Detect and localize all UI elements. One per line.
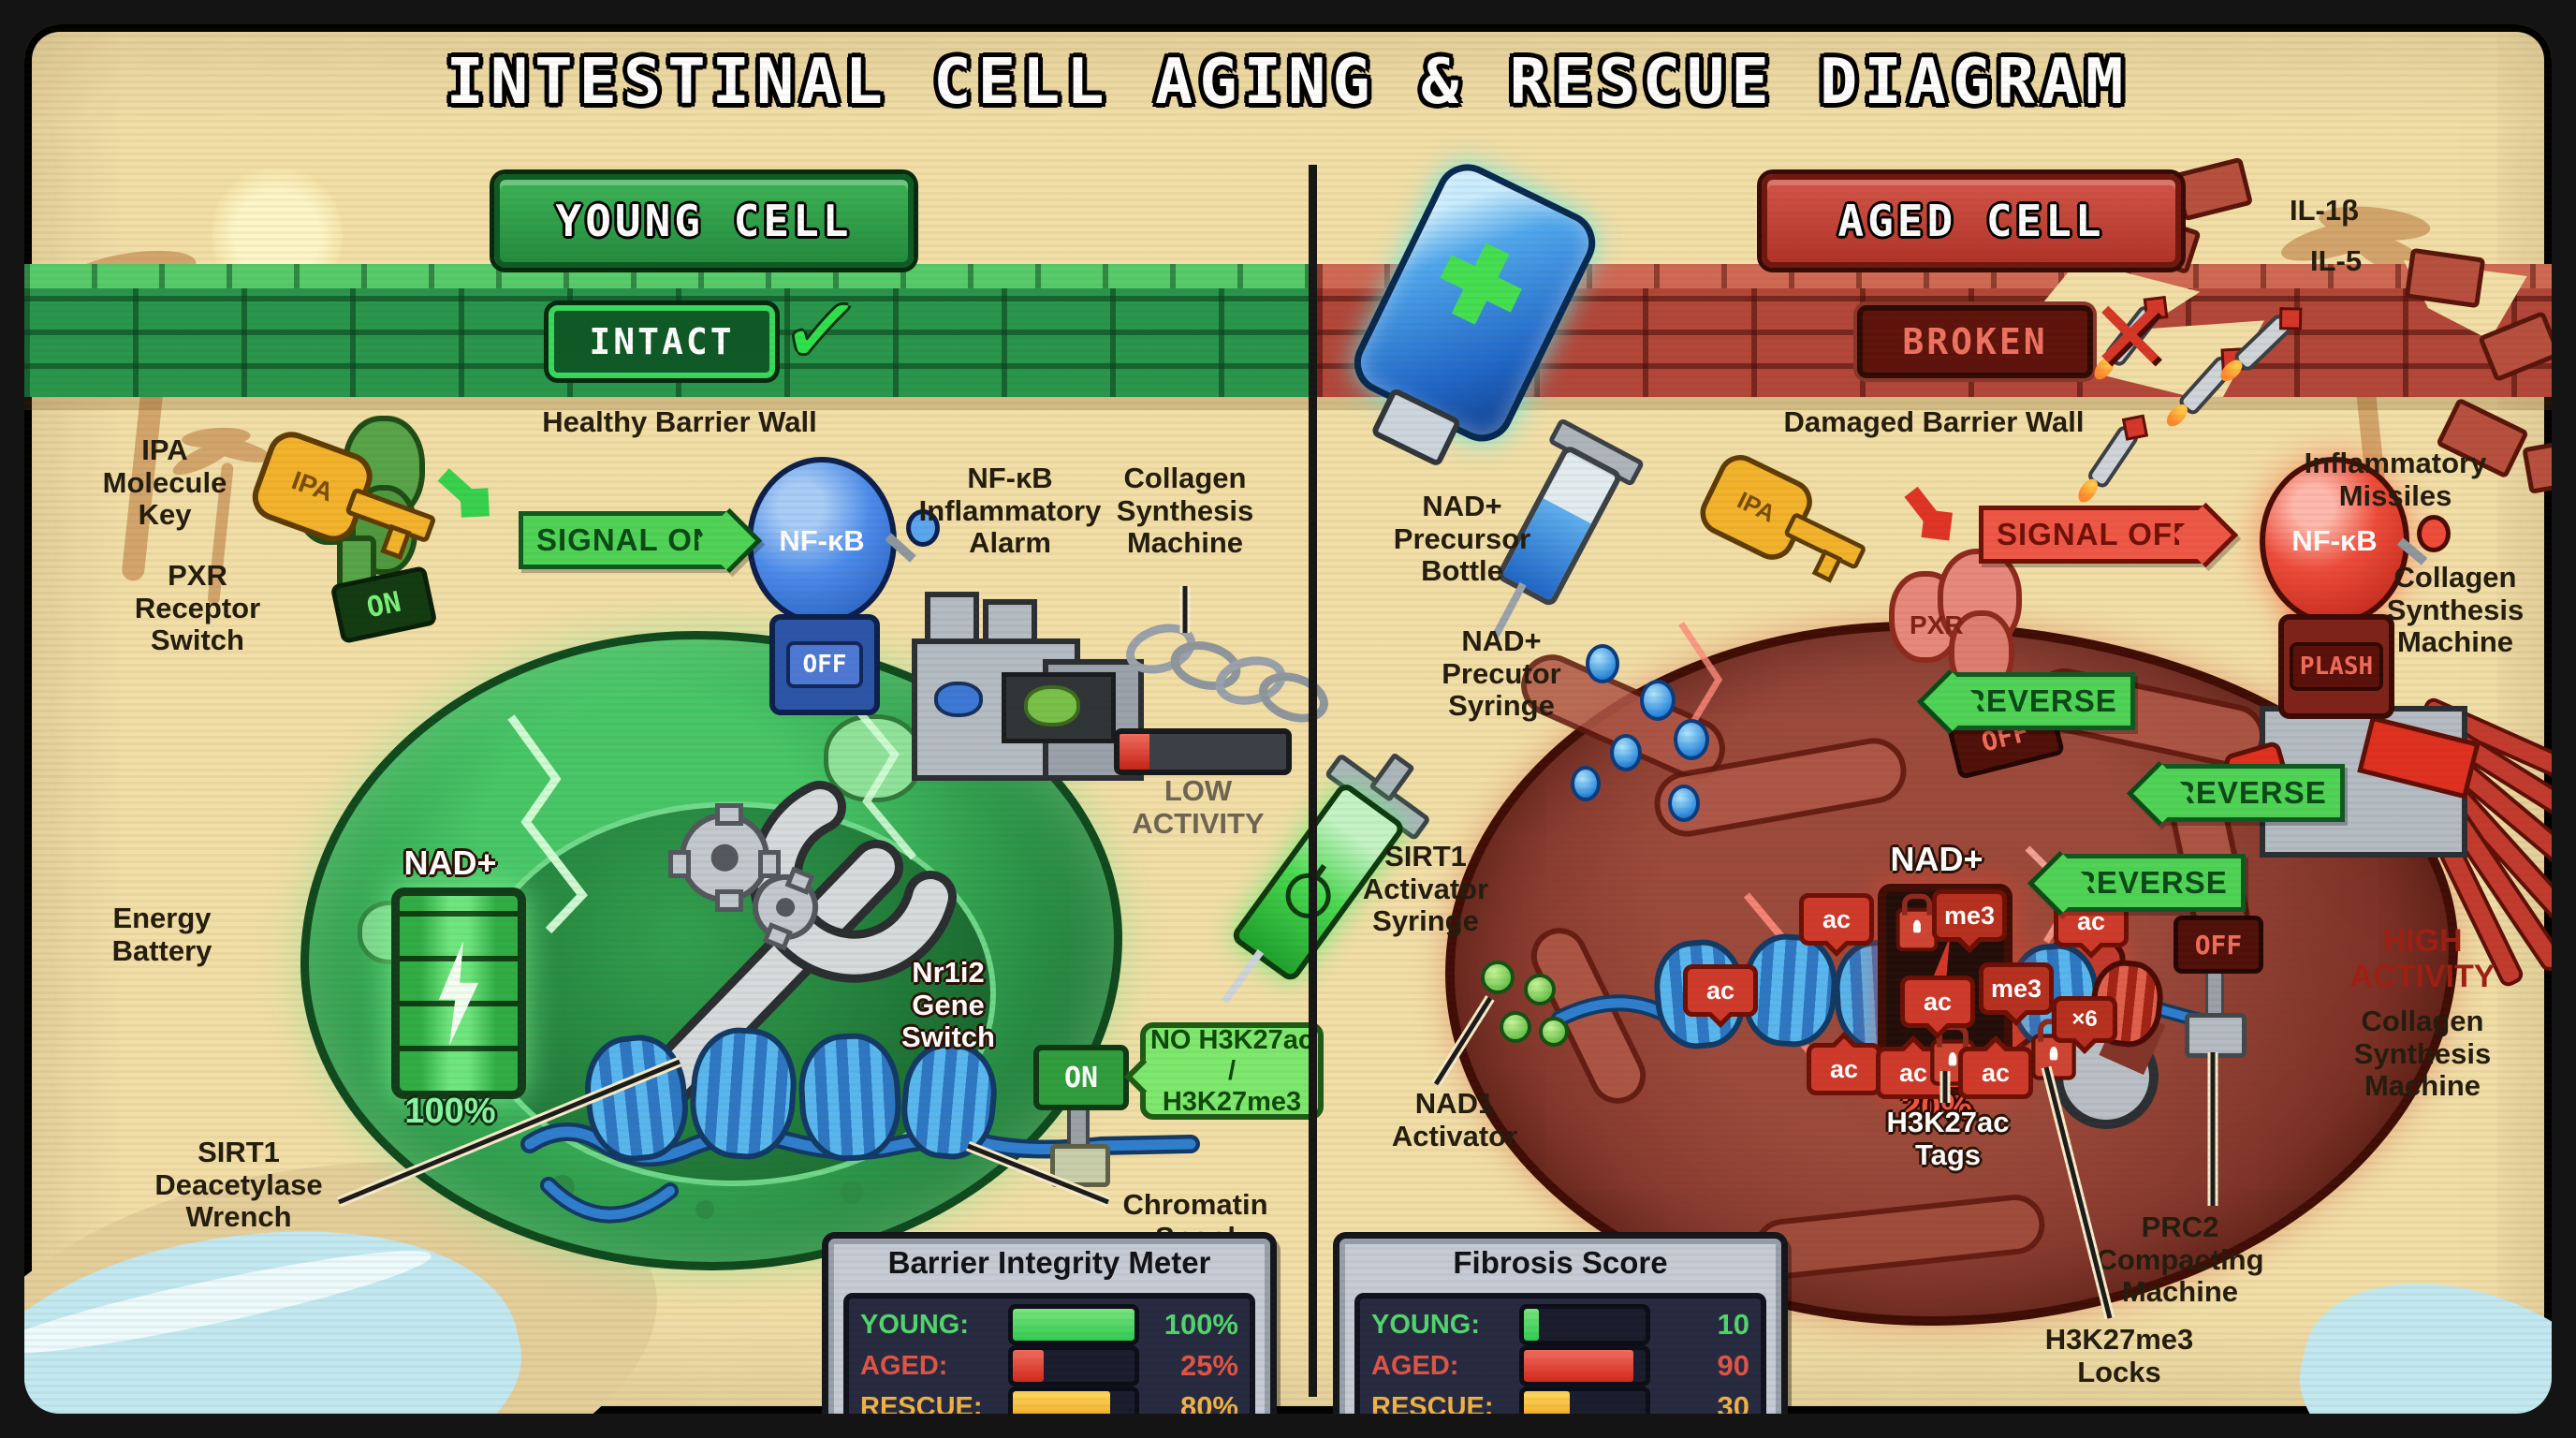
aged-cell-banner-label: AGED CELL (1837, 196, 2105, 246)
ac-tag: ac (1799, 893, 1874, 946)
meter-row: YOUNG: 100% (860, 1304, 1238, 1345)
x6-badge: ×6 (2052, 996, 2117, 1043)
meter-track (1008, 1345, 1139, 1387)
collagen-machine-young (912, 592, 1144, 781)
fibrosis-score-panel: Fibrosis Score YOUNG: 10 AGED: 90 RESCUE… (1333, 1232, 1788, 1414)
switch-connector (1050, 1144, 1110, 1187)
broken-status-badge: BROKEN (1857, 305, 2093, 378)
nfkb-plash-chip: PLASH (2290, 642, 2383, 691)
h3k27ac-tags-label: H3K27ac Tags (1886, 1106, 2010, 1171)
low-activity-meter (1114, 728, 1292, 775)
sirt1-activator-label: SIRT1 Activator Syringe (1362, 840, 1489, 938)
nfkb-alarm-young: NF-κB OFF (747, 457, 940, 719)
meter-track (1008, 1387, 1139, 1414)
meter-row: RESCUE: 30 (1371, 1387, 1749, 1414)
ac-tag: ac (1900, 976, 1975, 1028)
cross-icon: ✕ (2089, 283, 2172, 391)
nfkb-off-chip: OFF (786, 641, 863, 688)
ipa-key-badge: IPA (287, 465, 338, 507)
meter-track (1519, 1387, 1650, 1414)
nad1-activator-label: NAD1 Activator (1391, 1087, 1518, 1152)
reverse-arrow-1: REVERSE (1916, 668, 2135, 734)
checkmark-icon: ✓ (775, 272, 868, 390)
aged-cell-banner: AGED CELL (1762, 174, 2181, 268)
ocean-water (2278, 1254, 2552, 1414)
lightning-bolt-icon (438, 941, 479, 1046)
nad-bottle-label: NAD+ Precursor Bottle (1393, 490, 1531, 588)
nr1i2-gene-switch-label: Nr1i2 Gene Switch (901, 956, 995, 1054)
flying-brick (2522, 436, 2552, 494)
pxr-receptor-aged: PXR (1883, 549, 2033, 717)
young-cell-banner: YOUNG CELL (494, 174, 914, 268)
prc2-off-switch: OFF (2174, 916, 2263, 974)
down-right-arrow-icon (1900, 483, 1957, 545)
panel-divider (1309, 165, 1317, 1397)
no-h3k27-bubble: NO H3K27ac / H3K27me3 (1140, 1022, 1324, 1120)
il5-label: IL-5 (2310, 244, 2363, 277)
down-right-arrow-icon (434, 464, 495, 522)
ipa-molecule-key-label: IPA Molecule Key (102, 433, 227, 532)
meter-row: YOUNG: 10 (1371, 1304, 1749, 1345)
nfkb-alarm-label: NF-κB Inflammatory Alarm (918, 462, 1102, 560)
me3-tag: me3 (1932, 889, 2008, 942)
young-cell-banner-label: YOUNG CELL (555, 196, 853, 246)
flying-brick (2172, 156, 2254, 222)
sirt1-wrench-label: SIRT1 Deacetylase Wrench (154, 1136, 323, 1234)
high-activity-label: HIGH ACTIVITY (2349, 923, 2496, 995)
collagen-machine-label-young: Collagen Synthesis Machine (1116, 462, 1254, 560)
ipa-key-badge-aged: IPA (1733, 486, 1780, 528)
healthy-wall-caption: Healthy Barrier Wall (542, 405, 817, 438)
nad-title-young: NAD+ (403, 844, 497, 882)
signal-off-arrow: SIGNAL OFF (1979, 502, 2239, 567)
ac-tag: ac (1683, 964, 1758, 1017)
meter-row: RESCUE: 80% (860, 1387, 1238, 1414)
collagen-machine-label-aged-top: Collagen Synthesis Machine (2386, 561, 2525, 659)
ac-tag: ac (1807, 1043, 1881, 1095)
pxr-receptor-label: PXR Receptor Switch (134, 559, 261, 657)
gear-icon (668, 803, 781, 912)
energy-battery-label: Energy Battery (111, 902, 212, 967)
nad-syringe-label: NAD+ Precutor Syringe (1442, 624, 1561, 723)
nad-title-aged: NAD+ (1890, 840, 1983, 878)
battery-value-young: 100% (404, 1092, 496, 1131)
barrier-meter-title: Barrier Integrity Meter (887, 1245, 1211, 1280)
inflammatory-missiles-label: Inflammatory Missiles (2304, 447, 2487, 512)
reverse-arrow-3: REVERSE (2027, 850, 2246, 916)
il1b-label: IL-1β (2290, 194, 2360, 227)
ac-tag: ac (1958, 1047, 2033, 1099)
page-title: INTESTINAL CELL AGING & RESCUE DIAGRAM (446, 45, 2130, 118)
switch-connector (2185, 1013, 2247, 1058)
meter-track (1008, 1304, 1139, 1345)
low-activity-label: LOW ACTIVITY (1132, 774, 1265, 840)
h3k27me3-lock-icon (1895, 907, 1939, 952)
meter-track (1519, 1304, 1650, 1345)
reverse-arrow-2: REVERSE (2126, 760, 2345, 826)
me3-tag: me3 (1979, 962, 2055, 1015)
meter-track (1519, 1345, 1650, 1387)
crt-screen: INTESTINAL CELL AGING & RESCUE DIAGRAM Y… (24, 24, 2552, 1414)
signal-on-arrow: SIGNAL ON (519, 507, 762, 573)
gene-on-switch: ON (1033, 1045, 1129, 1110)
prc2-machine-label: PRC2 Compacting Machine (2096, 1211, 2264, 1309)
meter-row: AGED: 90 (1371, 1345, 1749, 1387)
damaged-wall-caption: Damaged Barrier Wall (1783, 405, 2085, 438)
fibrosis-title: Fibrosis Score (1453, 1245, 1668, 1280)
meter-row: AGED: 25% (860, 1345, 1238, 1387)
nfkb-alarm-aged: NF-κB PLASH (2260, 457, 2451, 728)
barrier-integrity-meter-panel: Barrier Integrity Meter YOUNG: 100% AGED… (822, 1232, 1277, 1414)
nad-battery-young (391, 888, 526, 1099)
intact-status-badge: INTACT (549, 305, 775, 378)
collagen-machine-label-aged-bottom: Collagen Synthesis Machine (2353, 1005, 2492, 1103)
pxr-badge-aged: PXR (1910, 610, 1964, 639)
h3k27me3-locks-label: H3K27me3 Locks (2044, 1323, 2194, 1388)
